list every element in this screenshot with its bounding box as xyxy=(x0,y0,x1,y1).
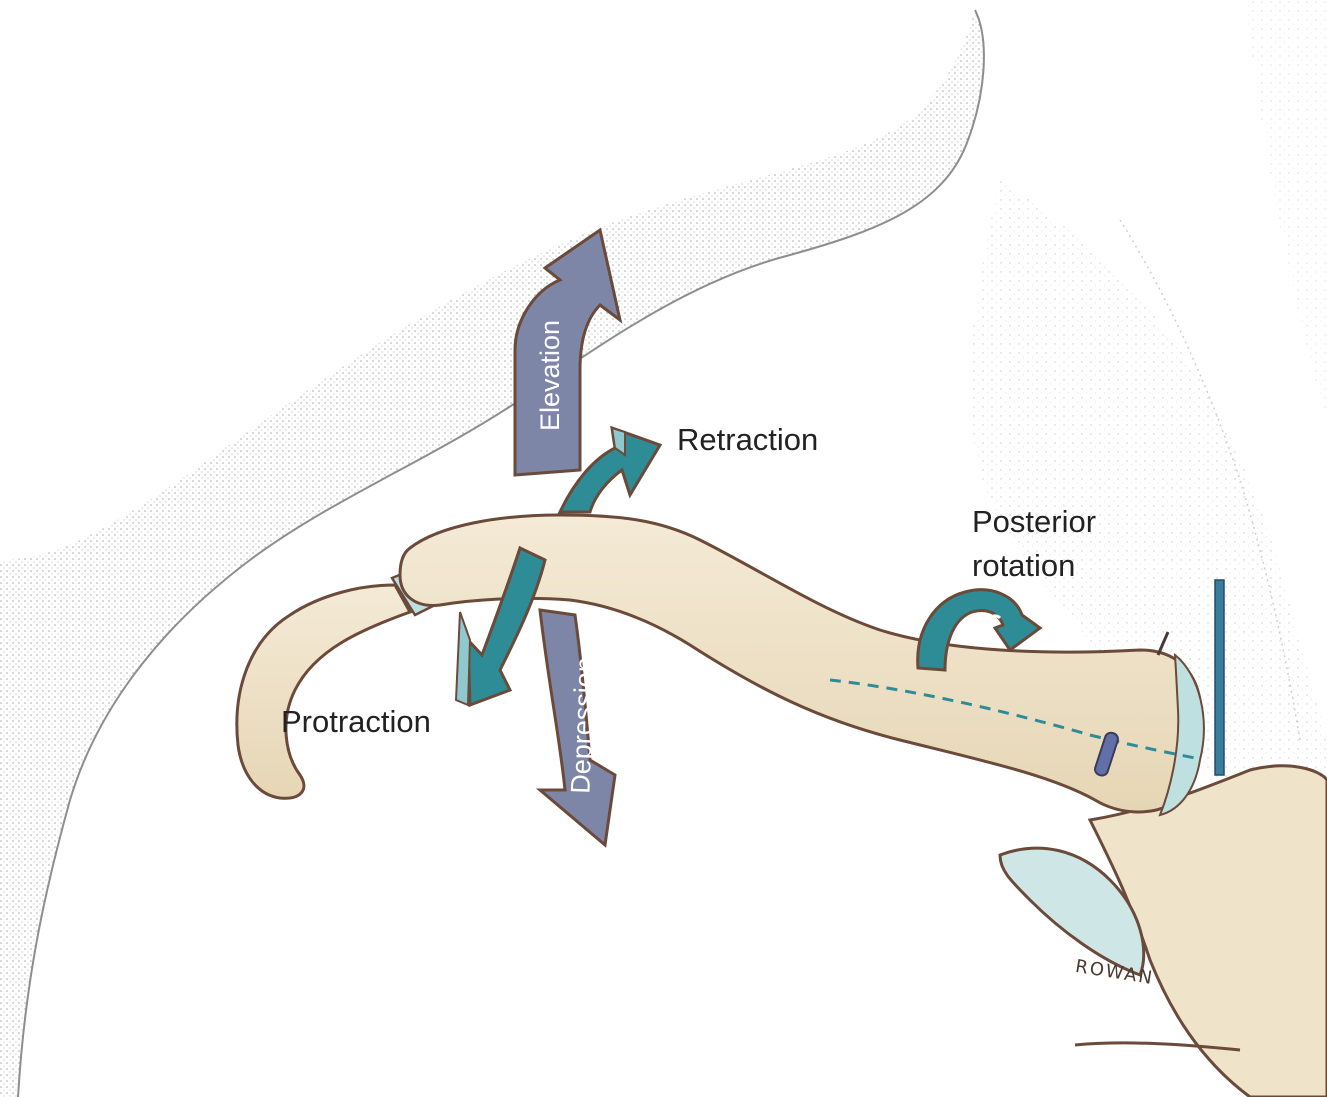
posterior-rotation-label-line2: rotation xyxy=(972,544,1075,588)
elevation-label: Elevation xyxy=(535,320,566,431)
retraction-label: Retraction xyxy=(677,418,818,462)
depression-label: Depression xyxy=(565,657,601,795)
vertical-pin xyxy=(1215,580,1224,775)
posterior-rotation-label-line1: Posterior xyxy=(972,500,1096,544)
protraction-label: Protraction xyxy=(281,700,431,744)
sternum xyxy=(1000,766,1327,1097)
